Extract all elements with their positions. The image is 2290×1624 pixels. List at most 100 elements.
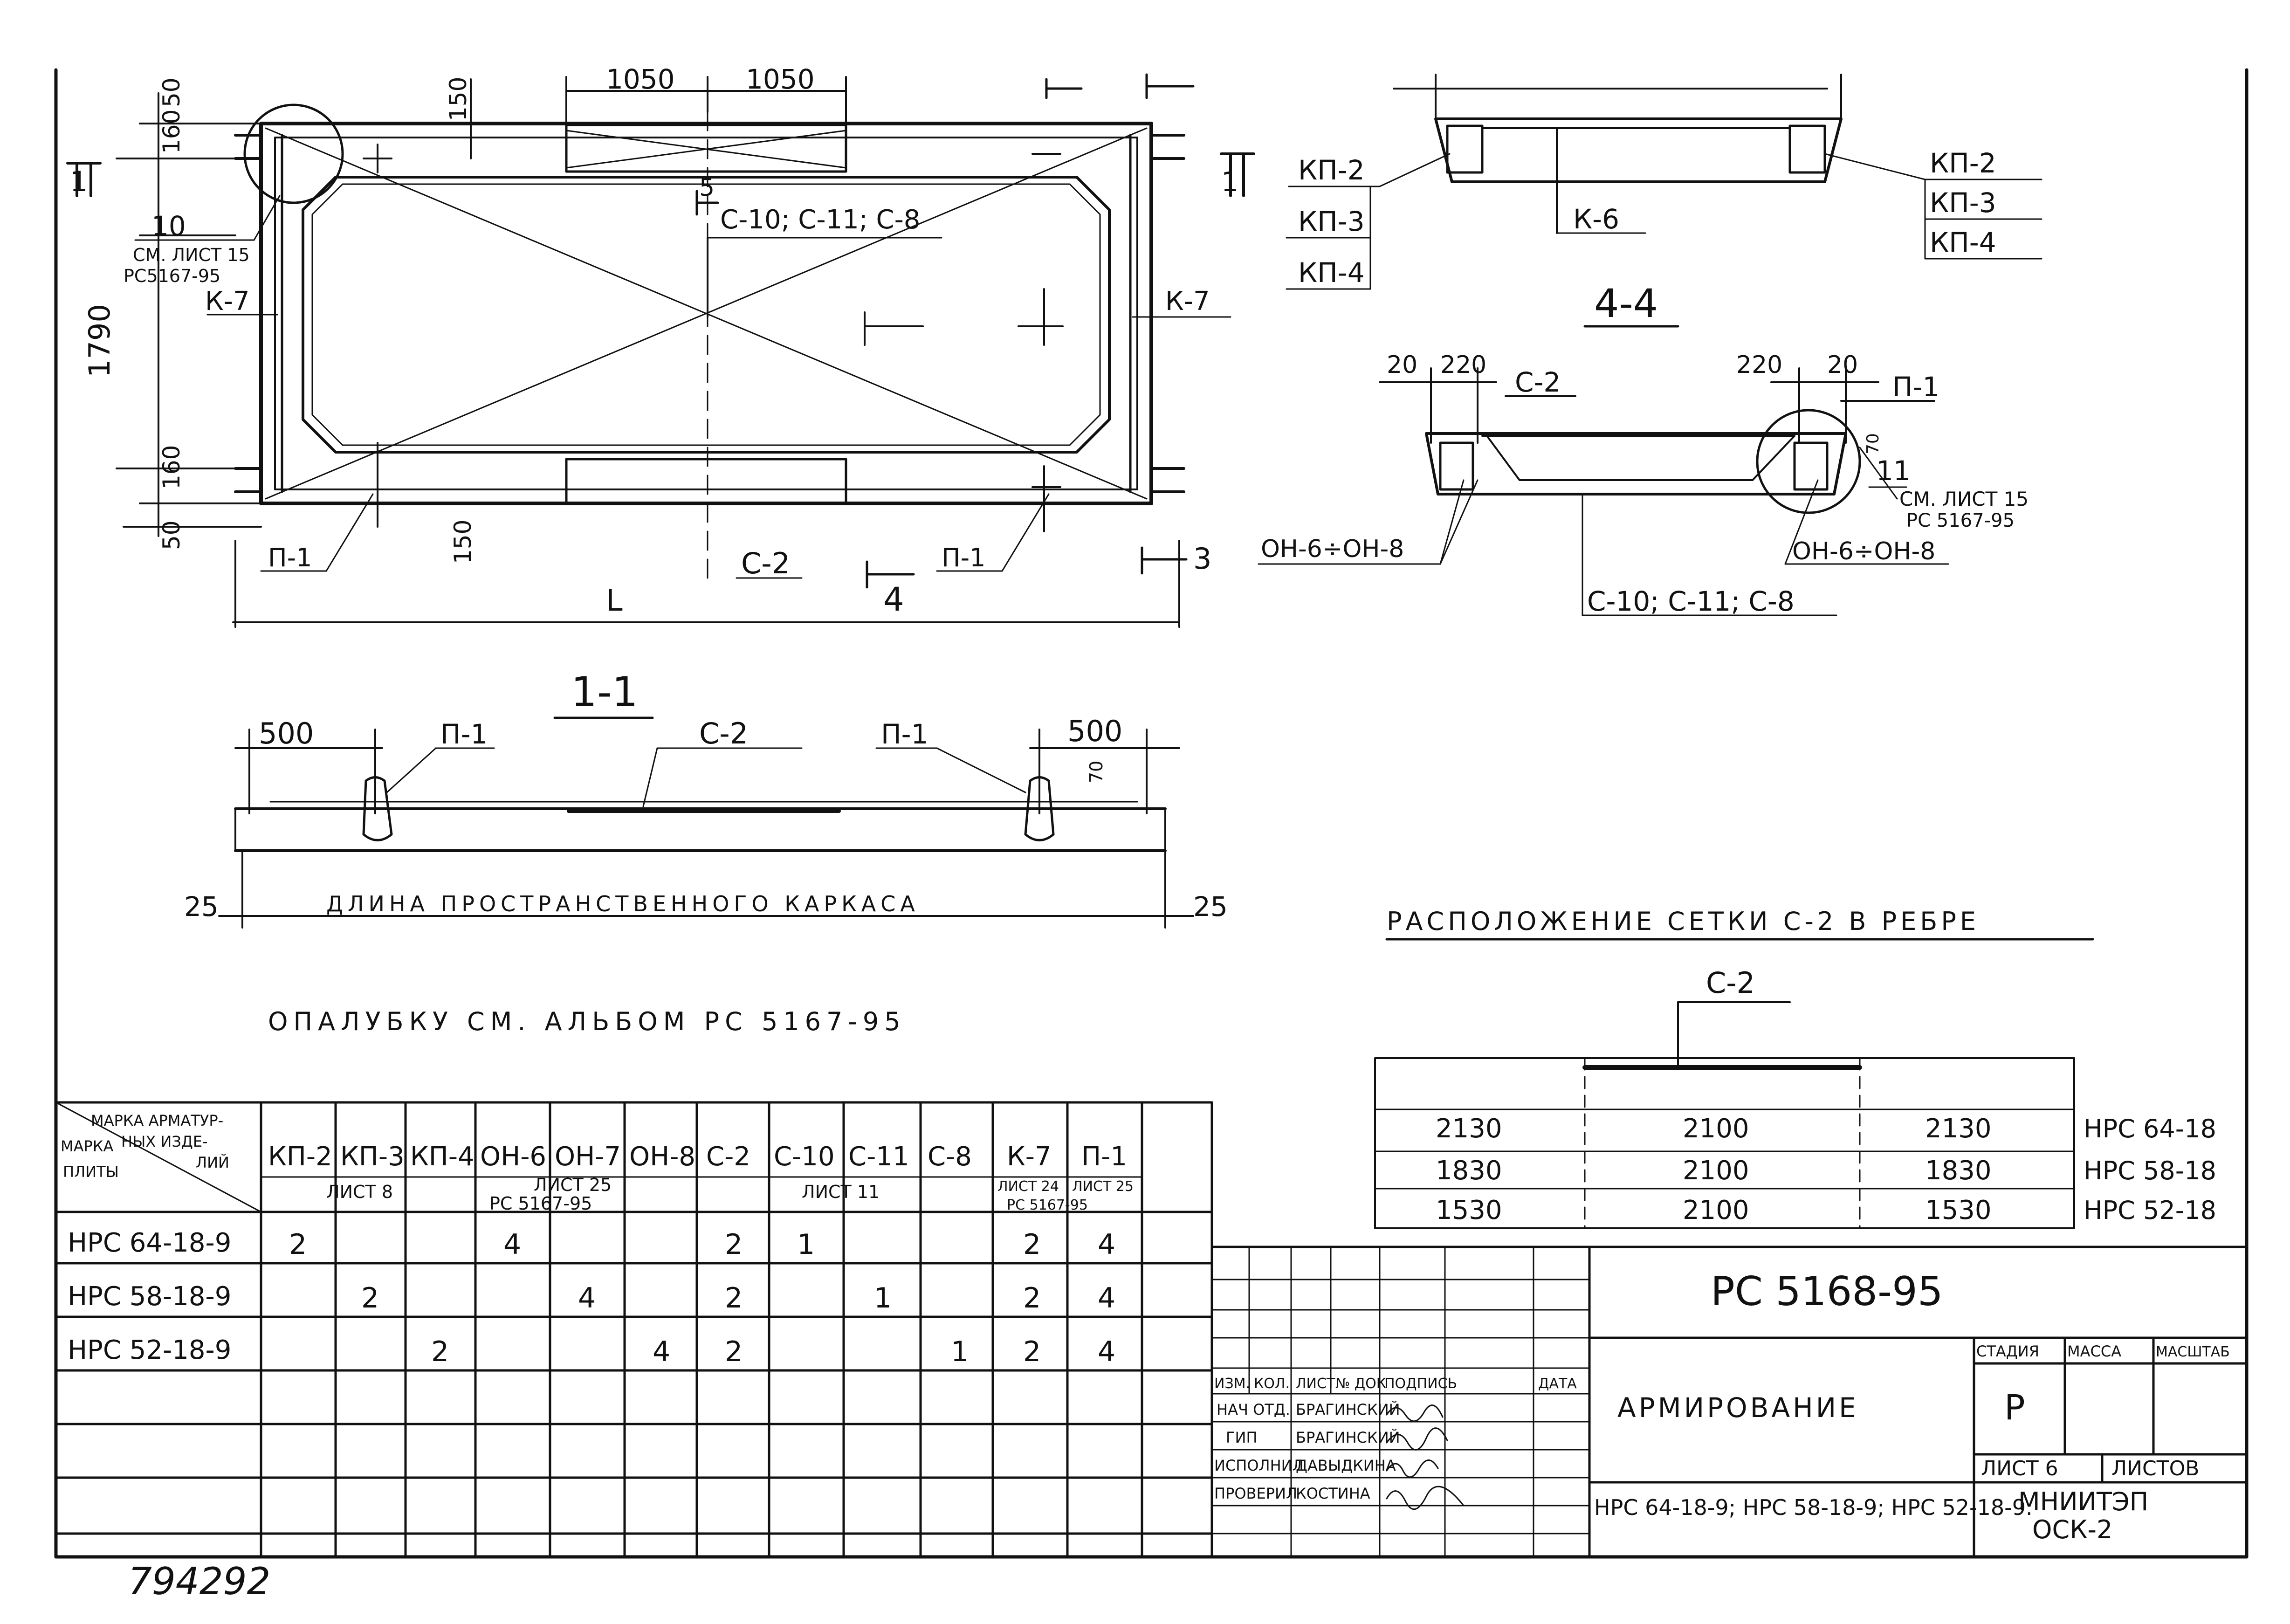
sec11-d25-right: 25 [1193, 891, 1228, 922]
mesh-layout-row-3: 1530 2100 1530 НРС 52-18 [1436, 1195, 2216, 1225]
sec-5: 5 [699, 174, 715, 202]
staff-name-1: БРАГИНСКИЙ [1296, 1401, 1400, 1418]
sec44-ref-sheet: СМ. ЛИСТ 15 [1899, 488, 2029, 510]
sec44-d20-left: 20 [1387, 351, 1417, 379]
spec-row1-mark: НРС 64-18-9 [68, 1228, 231, 1258]
section-3-3: 1 КП-2 КП-3 КП-4 КП-2 КП-3 КП-4 К-6 [1220, 74, 2042, 290]
spec-row2-c11: 1 [874, 1282, 892, 1314]
plan-view: 1050 1050 150 50 160 1790 160 50 150 L [66, 63, 1231, 628]
dim-left-160-bottom: 160 [158, 445, 185, 489]
spec-ref-rs-1: РС 5167-95 [489, 1193, 592, 1214]
inner-mesh-outline-2 [311, 183, 1101, 446]
plan-ticks [325, 144, 1061, 532]
callout-10-ref-doc: РС5167-95 [124, 266, 220, 286]
sec44-frame-right [1793, 441, 1829, 491]
products-list: НРС 64-18-9; НРС 58-18-9; НРС 52-18-9. [1594, 1495, 2033, 1520]
dim-length-L: L [606, 584, 623, 618]
dim-height-1790: 1790 [83, 304, 117, 378]
sec33-frame-left [1446, 124, 1484, 174]
spec-col-p1: П-1 [1081, 1142, 1127, 1172]
signature-marks [1386, 1404, 1465, 1510]
title-block-grid [1210, 1246, 2248, 1558]
mesh-row1-left: 2130 [1436, 1114, 1502, 1144]
sec33-frame-right [1788, 124, 1826, 174]
spec-row1-on6: 4 [503, 1228, 521, 1261]
mesh-row1-mark: НРС 64-18 [2084, 1114, 2216, 1143]
spec-row-3: НРС 52-18-9 2 4 2 1 2 4 [68, 1335, 1115, 1368]
inner-mesh-outline [302, 176, 1111, 454]
spec-row2-kp3: 2 [361, 1282, 379, 1314]
section-marker-5 [695, 190, 719, 216]
spec-row3-k7: 2 [1023, 1335, 1041, 1368]
section-marker-top-right [1045, 73, 1195, 99]
dim-bottom-150: 150 [449, 520, 476, 564]
dim-top-150: 150 [445, 77, 472, 121]
spec-row1-c10: 1 [797, 1228, 815, 1261]
section-marker-1-left [66, 162, 102, 197]
spec-ref-sheet24: ЛИСТ 24 [997, 1178, 1059, 1195]
spec-col-on7: ОН-7 [555, 1142, 621, 1172]
dim-left-50-bottom: 50 [158, 520, 185, 550]
spec-col-k7: К-7 [1007, 1142, 1052, 1172]
spec-row3-mark: НРС 52-18-9 [68, 1335, 231, 1365]
staff-role-2: ГИП [1226, 1429, 1258, 1446]
k7-left-label: К-7 [205, 286, 250, 317]
callout-10-label: 10 [151, 210, 186, 242]
rev-header-izm: ИЗМ. [1214, 1376, 1250, 1392]
dim-left-160: 160 [158, 110, 185, 154]
sec33-left-kp2: КП-2 [1298, 154, 1365, 186]
stage-value: Р [2004, 1388, 2025, 1428]
sec44-c2-label: С-2 [1515, 366, 1561, 398]
callout-circle-10 [243, 103, 344, 204]
k7-right-label: К-7 [1165, 286, 1210, 317]
sec44-d220-right: 220 [1736, 351, 1782, 379]
spec-ref-sheet25: ЛИСТ 25 [534, 1175, 612, 1195]
section-marker-3 [1141, 546, 1188, 575]
sec44-d220-left: 220 [1440, 351, 1486, 379]
spec-ref-rs-2: РС 5167-95 [1007, 1197, 1088, 1213]
spec-row1-p1: 4 [1098, 1228, 1115, 1261]
sec44-d20-right: 20 [1827, 351, 1858, 379]
sec44-p1-label: П-1 [1892, 371, 1939, 403]
sec11-c2-label: С-2 [699, 716, 748, 750]
callout-10-ref-sheet: СМ. ЛИСТ 15 [133, 245, 250, 265]
sec44-mesh-label: С-10; С-11; С-8 [1587, 585, 1795, 617]
mesh-row3-right: 1530 [1925, 1195, 1992, 1225]
sheets-total-label: ЛИСТОВ [2111, 1457, 2199, 1480]
spec-corner-bottom: ЛИЙ [196, 1154, 229, 1171]
sec-1-left: 1 [70, 165, 88, 198]
spec-col-c11: С-11 [848, 1142, 909, 1172]
mesh-c2-layout: РАСПОЛОЖЕНИЕ СЕТКИ С-2 В РЕБРЕ С-2 2130 … [1374, 907, 2216, 1229]
sec33-right-kp4: КП-4 [1930, 227, 1996, 258]
plan-diagonal-2 [265, 127, 1148, 500]
spec-row2-k7: 2 [1023, 1282, 1041, 1314]
plan-length-dimension [232, 540, 1180, 628]
formwork-note: ОПАЛУБКУ СМ. АЛЬБОМ РС 5167-95 [268, 1007, 906, 1036]
spec-corner-mid-left: МАРКА [61, 1137, 114, 1155]
spec-row3-kp4: 2 [431, 1335, 449, 1368]
p1-left-label: П-1 [268, 543, 312, 572]
staff-name-2: БРАГИНСКИЙ [1296, 1429, 1400, 1446]
spec-col-kp3: КП-3 [340, 1142, 405, 1172]
sheet-number: ЛИСТ 6 [1981, 1457, 2058, 1480]
sec11-loop-right [1024, 776, 1055, 841]
spec-ref-sheet25b: ЛИСТ 25 [1072, 1178, 1134, 1195]
sec44-ref-doc: РС 5167-95 [1906, 510, 2015, 531]
sec44-on-right: ОН-6÷ОН-8 [1792, 537, 1935, 565]
sec-3: 3 [1193, 542, 1211, 576]
org-name-2: ОСК-2 [2032, 1515, 2112, 1544]
sec11-p1-left: П-1 [440, 718, 488, 750]
staff-name-3: ДАВЫДКИНА [1296, 1457, 1396, 1474]
mass-header: МАССА [2067, 1342, 2121, 1360]
sec33-marker-1-label: 1 [1221, 166, 1238, 198]
sec11-d25-left: 25 [184, 891, 219, 922]
sec-4: 4 [883, 580, 904, 619]
sec44-dims [1379, 367, 1935, 444]
sec44-callout-circle [1756, 409, 1861, 514]
spec-row1-k7: 2 [1023, 1228, 1041, 1261]
section-1-1: 1-1 500 П-1 С-2 П-1 500 70 [184, 668, 1228, 929]
spec-row2-p1: 4 [1098, 1282, 1115, 1314]
drawing-frame [54, 68, 2249, 1559]
